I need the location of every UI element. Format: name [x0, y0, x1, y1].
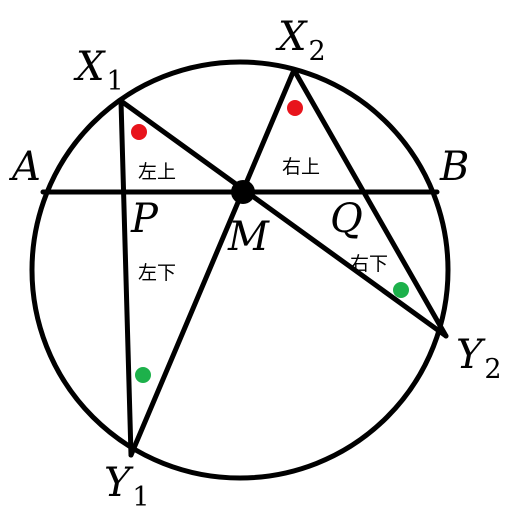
label-m: M [227, 214, 270, 260]
angle-marker-red-x1 [131, 124, 147, 140]
label-y1: Y1 [104, 460, 150, 513]
angle-marker-green-y1 [135, 367, 151, 383]
label-a: A [8, 144, 41, 190]
label-x1: X1 [73, 44, 124, 97]
midpoint-m-dot [231, 180, 255, 204]
circle [29, 59, 451, 481]
segment-x1-y1 [118, 98, 134, 458]
region-label-lower-right: 右下 [350, 253, 388, 275]
label-y2: Y2 [456, 332, 502, 385]
label-x2: X2 [275, 14, 326, 67]
chord-x2-y1 [128, 67, 297, 458]
label-q: Q [330, 196, 363, 242]
region-label-lower-left: 左下 [138, 262, 176, 284]
region-label-upper-left: 左上 [138, 161, 176, 183]
angle-marker-green-y2 [393, 282, 409, 298]
segment-x2-y2 [291, 67, 449, 339]
angle-marker-red-x2 [287, 100, 303, 116]
chord-x1-y2 [118, 98, 449, 339]
label-p: P [130, 196, 159, 242]
label-b: B [439, 144, 469, 190]
region-label-upper-right: 右上 [282, 156, 320, 178]
